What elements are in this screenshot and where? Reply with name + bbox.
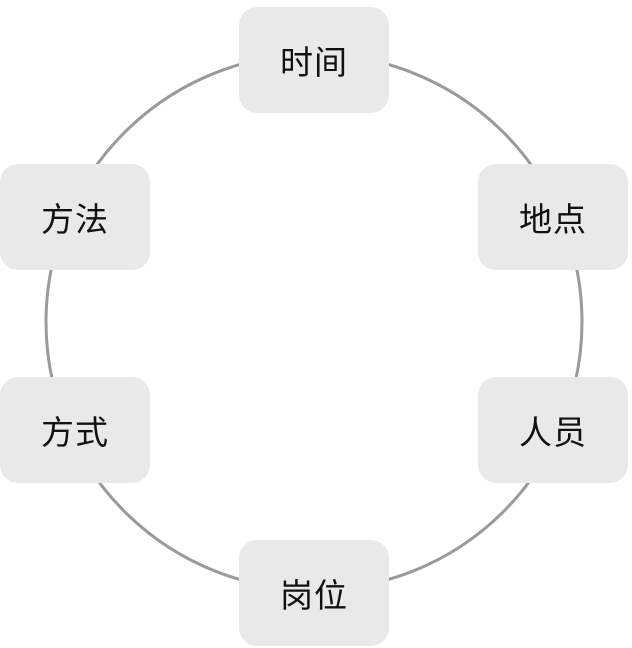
- node-time: 时间: [239, 7, 389, 113]
- node-position: 岗位: [239, 540, 389, 646]
- node-label: 地点: [519, 200, 587, 239]
- node-method: 方法: [0, 164, 150, 270]
- node-label: 方式: [41, 413, 109, 452]
- node-label: 人员: [519, 413, 587, 452]
- node-personnel: 人员: [478, 377, 628, 483]
- node-mode: 方式: [0, 377, 150, 483]
- node-location: 地点: [478, 164, 628, 270]
- node-label: 方法: [41, 200, 109, 239]
- node-label: 时间: [280, 43, 348, 82]
- node-label: 岗位: [280, 576, 348, 615]
